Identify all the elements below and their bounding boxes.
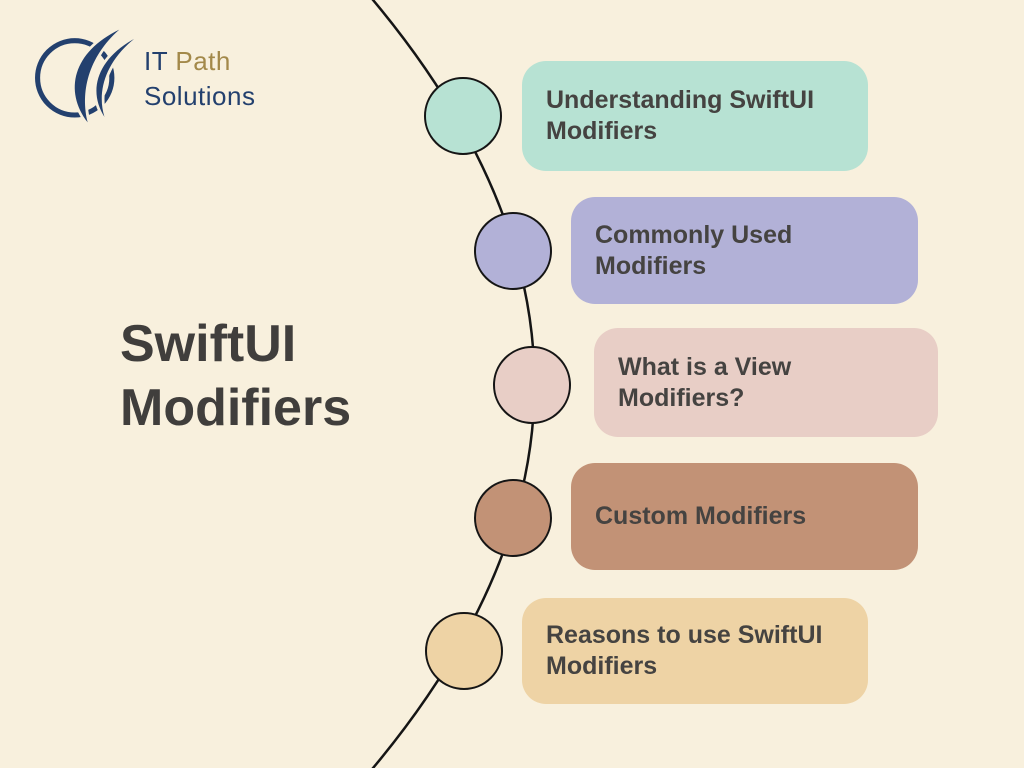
timeline-node-2: [474, 212, 552, 290]
logo-word-path: Path: [175, 46, 231, 76]
timeline-card-custom-modifiers: Custom Modifiers: [571, 463, 918, 570]
timeline-node-5: [425, 612, 503, 690]
logo-word-it: IT: [144, 46, 168, 76]
page-title: SwiftUI Modifiers: [120, 315, 352, 437]
card-label: Reasons to use SwiftUI Modifiers: [546, 621, 823, 680]
it-path-solutions-logo-icon: [35, 27, 136, 125]
timeline-card-understanding: Understanding SwiftUI Modifiers: [522, 61, 868, 171]
timeline-card-reasons: Reasons to use SwiftUI Modifiers: [522, 598, 868, 704]
logo-line-1: IT Path: [144, 44, 255, 79]
timeline-card-view-modifiers: What is a View Modifiers?: [594, 328, 938, 437]
logo-wordmark: IT Path Solutions: [144, 44, 255, 114]
card-label: What is a View Modifiers?: [618, 352, 792, 412]
timeline-node-4: [474, 479, 552, 557]
timeline-card-commonly-used: Commonly Used Modifiers: [571, 197, 918, 304]
card-label: Commonly Used Modifiers: [595, 220, 793, 280]
company-logo: IT Path Solutions: [32, 26, 255, 126]
timeline-node-1: [424, 77, 502, 155]
logo-word-solutions: Solutions: [144, 81, 256, 111]
card-label: Understanding SwiftUI Modifiers: [546, 86, 815, 145]
timeline-node-3: [493, 346, 571, 424]
card-label: Custom Modifiers: [595, 502, 807, 530]
